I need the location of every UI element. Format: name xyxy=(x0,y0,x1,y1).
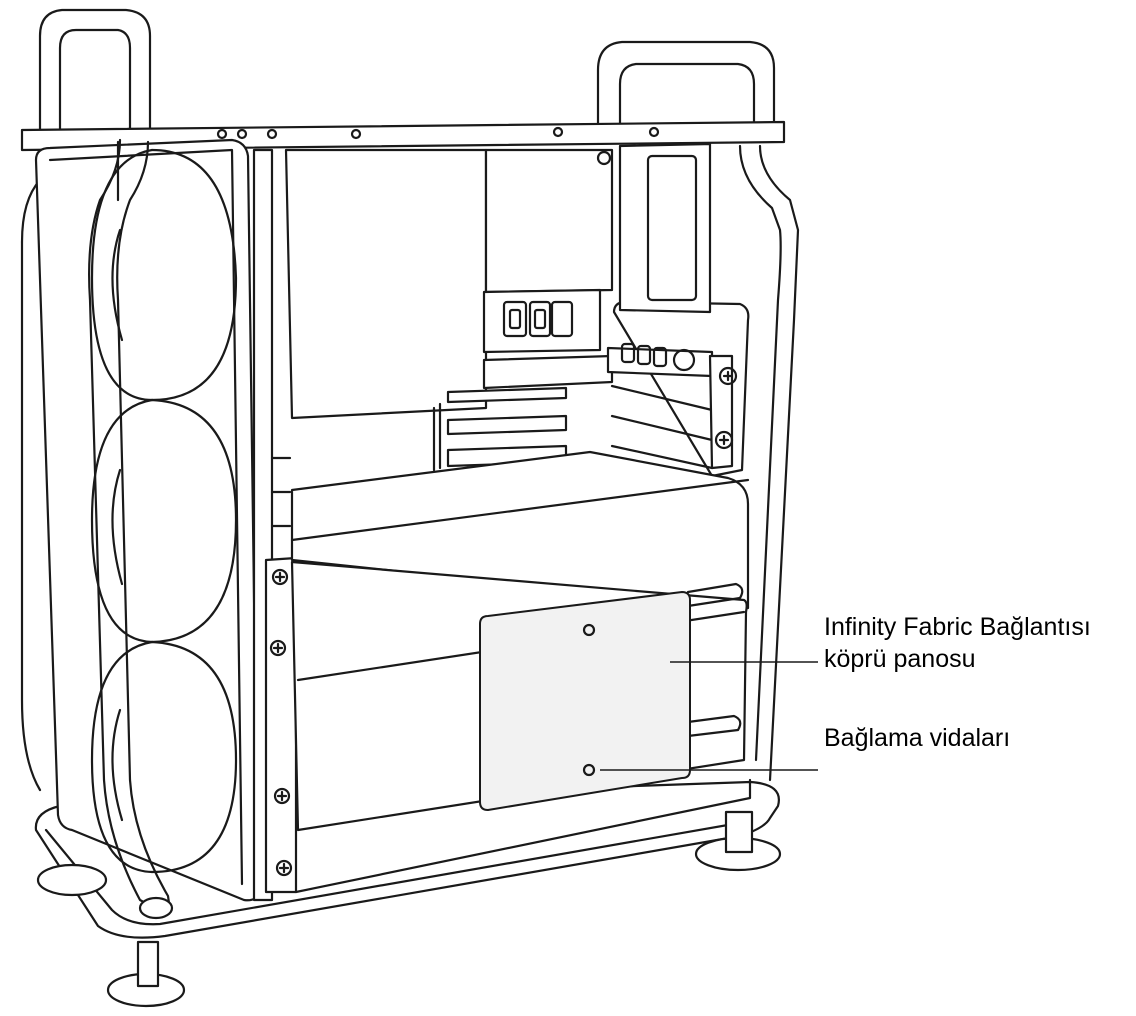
callout-bridge-line1: Infinity Fabric Bağlantısı xyxy=(824,613,1091,641)
bridge-screw-bottom xyxy=(582,763,596,777)
pcie-slot-2 xyxy=(446,414,568,436)
mpx-module-top xyxy=(290,450,750,610)
upper-shroud xyxy=(284,148,488,420)
foot-front-right xyxy=(694,810,782,872)
bridge-screw-top xyxy=(582,623,596,637)
bridge-board xyxy=(479,591,691,811)
callout-bridge-line2: köprü panosu xyxy=(824,645,976,673)
fan-bottom xyxy=(90,640,238,874)
callout-screws-text: Bağlama vidaları xyxy=(824,724,1011,752)
pcie-slot-1 xyxy=(446,386,568,404)
foot-front-left xyxy=(106,940,186,1008)
callout-bridge-board-label: Infinity Fabric Bağlantısı köprü panosu xyxy=(824,611,1091,675)
io-panel xyxy=(482,288,602,354)
callout-mounting-screws-label: Bağlama vidaları xyxy=(824,722,1010,754)
fan-housing xyxy=(34,138,260,902)
foot-back-left xyxy=(36,863,108,897)
